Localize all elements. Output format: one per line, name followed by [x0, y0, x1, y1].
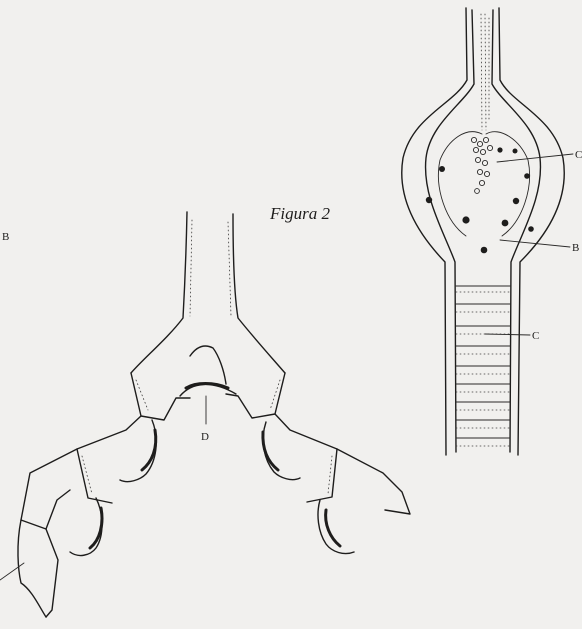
label-b-mid: B [572, 242, 579, 254]
bulb-outer-wall [402, 8, 467, 455]
bulb-structure [402, 8, 573, 455]
label-c-top: C [575, 149, 582, 161]
ringed-stalk [456, 286, 510, 446]
particle-cluster [471, 137, 492, 193]
label-c-stalk: C [532, 330, 539, 342]
figure-title: Figura 2 [269, 204, 330, 223]
label-d: D [201, 431, 209, 443]
forked-limb-structure [0, 212, 410, 617]
label-b-left-edge: B [2, 231, 9, 243]
